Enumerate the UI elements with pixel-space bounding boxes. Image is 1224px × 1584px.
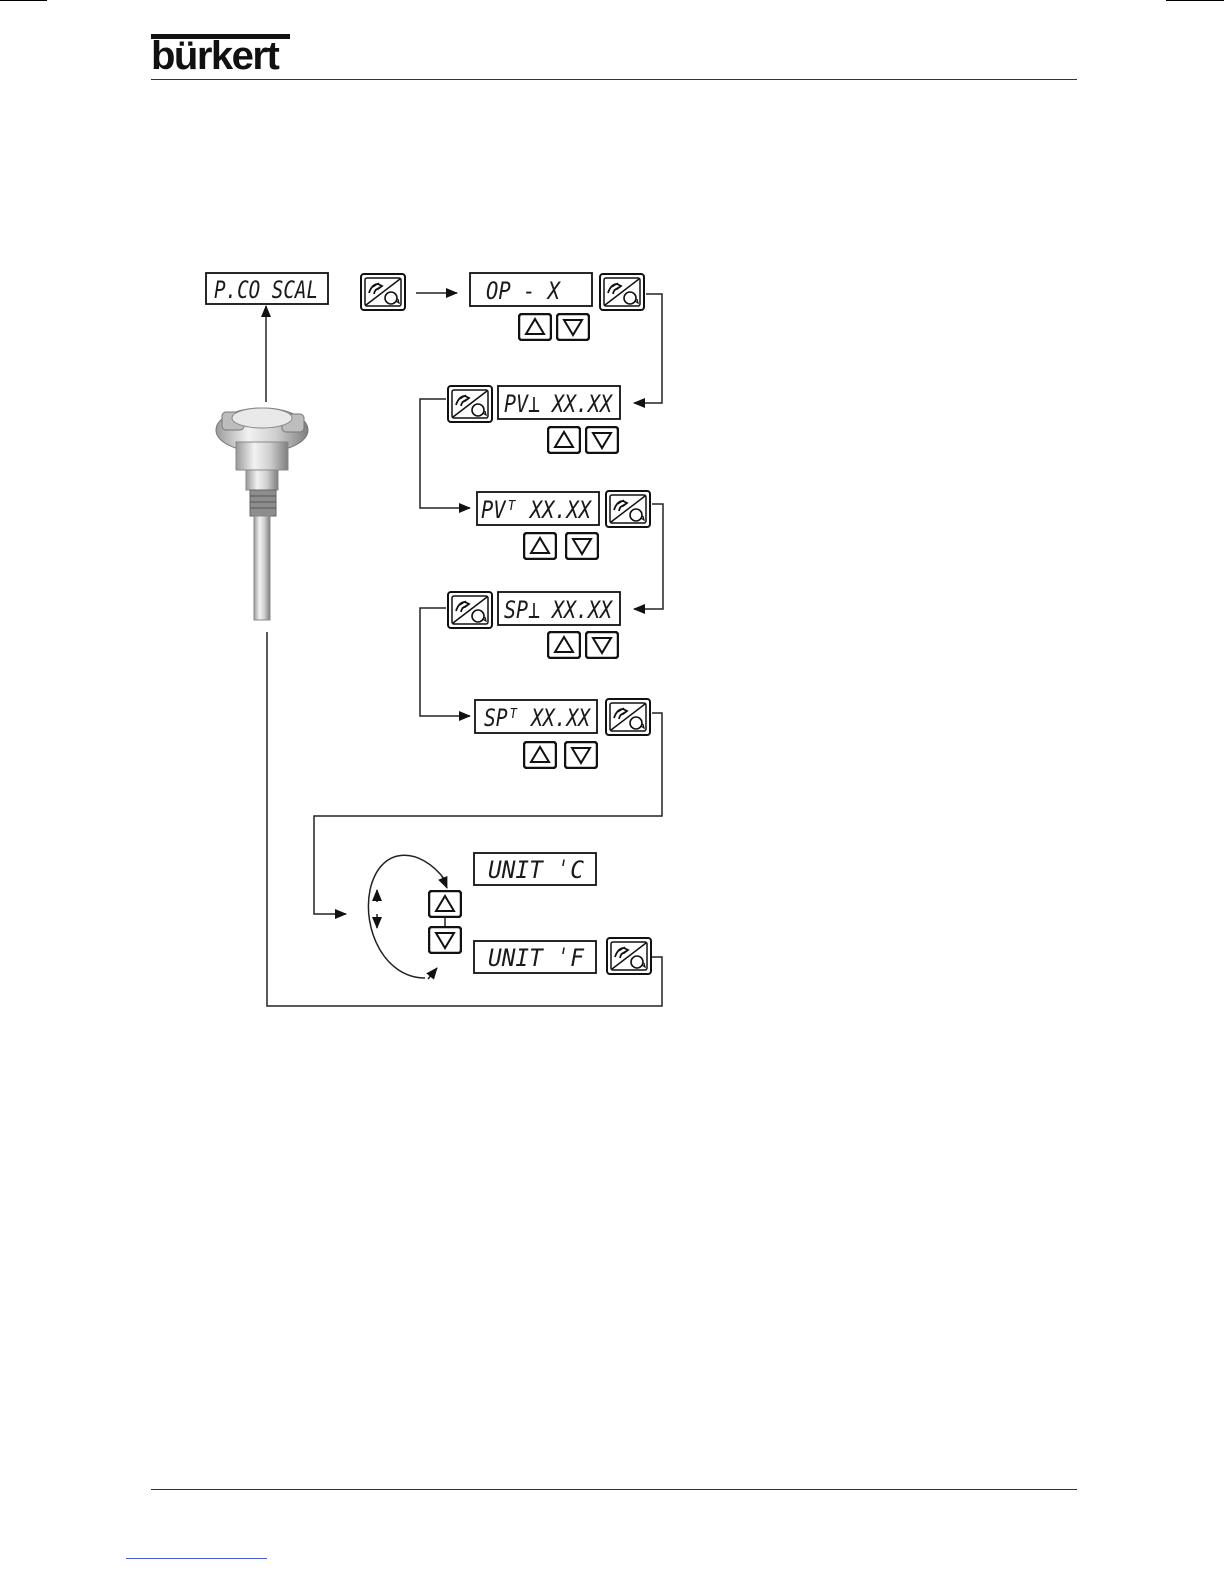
display-sp-low-text: SP⊥ XX.XX xyxy=(504,596,613,624)
display-pv-high-text: PVᵀ XX.XX xyxy=(481,496,592,524)
enter-key-icon xyxy=(448,592,492,628)
display-op-text: OP - X xyxy=(486,277,561,305)
display-unit-c: UNIT ˈC xyxy=(474,853,596,885)
down-arrow-key-icon xyxy=(586,632,618,658)
down-arrow-key-icon xyxy=(586,427,618,453)
temperature-sensor-image xyxy=(216,408,308,620)
display-sp-high: SPᵀ XX.XX xyxy=(475,700,597,733)
display-sp-high-text: SPᵀ XX.XX xyxy=(484,704,591,732)
enter-key-icon xyxy=(600,274,644,310)
up-arrow-key-icon xyxy=(519,314,551,340)
display-op: OP - X xyxy=(470,273,592,306)
display-unit-f-text: UNIT ˈF xyxy=(488,944,585,972)
display-unit-c-text: UNIT ˈC xyxy=(488,856,585,884)
up-arrow-key-icon xyxy=(548,632,580,658)
display-pv-low-text: PV⊥ XX.XX xyxy=(504,390,613,418)
down-arrow-key-icon xyxy=(565,742,597,768)
down-arrow-key-icon xyxy=(429,927,461,953)
display-unit-f: UNIT ˈF xyxy=(474,941,596,973)
up-arrow-key-icon xyxy=(429,891,461,917)
up-arrow-key-icon xyxy=(524,742,556,768)
up-arrow-key-icon xyxy=(548,427,580,453)
enter-key-icon xyxy=(606,699,650,735)
display-pv-high: PVᵀ XX.XX xyxy=(477,492,599,525)
enter-key-icon xyxy=(606,491,650,527)
enter-key-icon xyxy=(361,274,405,310)
up-arrow-key-icon xyxy=(524,533,556,559)
enter-key-icon xyxy=(448,386,492,422)
display-sp-low: SP⊥ XX.XX xyxy=(498,592,620,625)
display-pv-low: PV⊥ XX.XX xyxy=(498,386,620,419)
display-pco-scal-text: P.CO SCAL xyxy=(214,276,318,304)
down-arrow-key-icon xyxy=(566,533,598,559)
enter-key-icon xyxy=(607,938,651,974)
display-pco-scal: P.CO SCAL xyxy=(206,273,328,304)
down-arrow-key-icon xyxy=(557,314,589,340)
